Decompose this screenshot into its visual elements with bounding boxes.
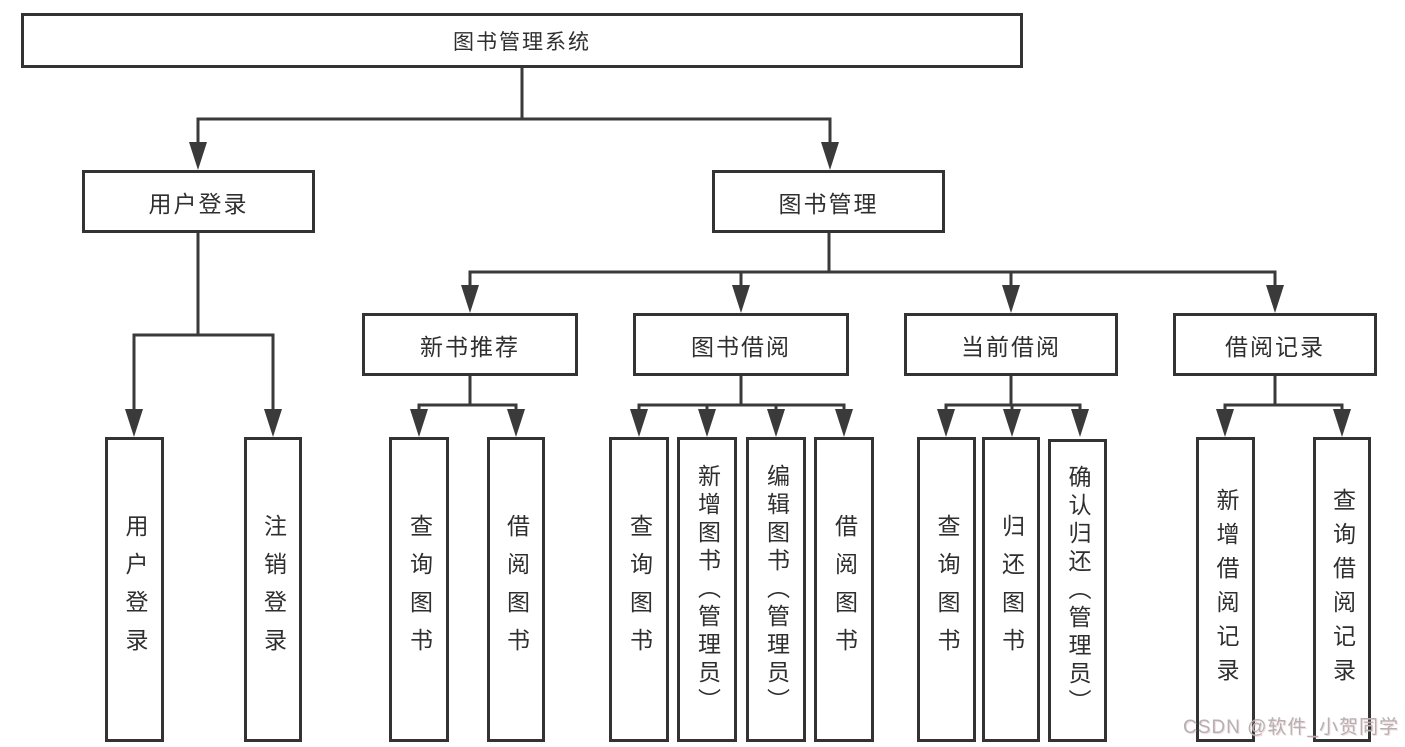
leaf-borrow-books: 借阅图书 bbox=[814, 437, 874, 742]
leaf-query-books-recommend: 查询图书 bbox=[389, 437, 449, 742]
connector-user-login-split bbox=[132, 231, 275, 415]
leaf-add-borrow-record: 新增借阅记录 bbox=[1196, 437, 1255, 742]
connector-borrow-record-split bbox=[1223, 374, 1344, 415]
leaf-edit-book-admin: 编辑图书（管理员） bbox=[746, 437, 806, 742]
watermark: CSDN @软件_小贺同学 bbox=[1183, 717, 1399, 738]
leaf-confirm-return-admin: 确认归还（管理员） bbox=[1048, 439, 1107, 742]
node-book-borrow: 图书借阅 bbox=[633, 313, 849, 376]
leaf-query-books-borrow: 查询图书 bbox=[609, 437, 669, 742]
leaf-user-login: 用户登录 bbox=[105, 437, 164, 742]
leaf-query-borrow-record: 查询借阅记录 bbox=[1313, 437, 1371, 742]
node-book-management: 图书管理 bbox=[712, 170, 945, 233]
arrowheads bbox=[125, 142, 1351, 437]
node-library-system: 图书管理系统 bbox=[21, 13, 1023, 68]
node-new-book-recommend: 新书推荐 bbox=[362, 313, 578, 376]
node-user-login: 用户登录 bbox=[82, 170, 315, 233]
connector-book-borrow-split bbox=[637, 374, 846, 415]
connector-root-split bbox=[196, 66, 832, 148]
leaf-add-book-admin: 新增图书（管理员） bbox=[677, 437, 737, 742]
node-borrow-records: 借阅记录 bbox=[1173, 313, 1377, 376]
leaf-borrow-books-recommend: 借阅图书 bbox=[487, 437, 545, 742]
node-current-borrow: 当前借阅 bbox=[904, 313, 1118, 376]
connector-book-management-split bbox=[468, 231, 1277, 291]
leaf-query-books-current: 查询图书 bbox=[917, 437, 976, 742]
connector-new-book-split bbox=[417, 374, 518, 415]
leaf-logout: 注销登录 bbox=[244, 437, 302, 742]
leaf-return-book: 归还图书 bbox=[982, 437, 1040, 742]
connector-current-borrow-split bbox=[944, 374, 1082, 415]
